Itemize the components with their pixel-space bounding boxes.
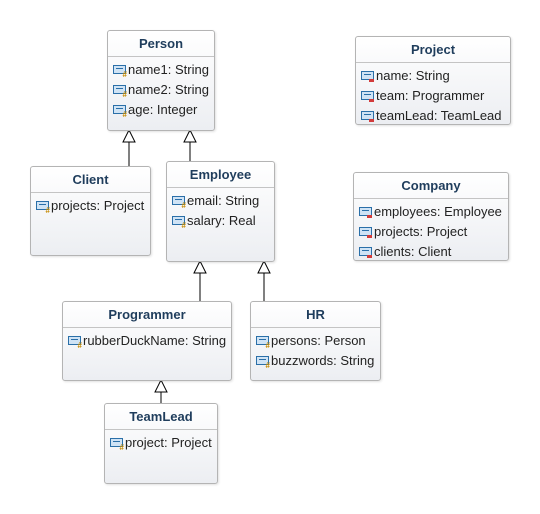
private-attribute-icon	[359, 246, 372, 258]
generalization-hr-employee	[257, 259, 271, 301]
attribute-row[interactable]: #project: Project	[105, 433, 217, 453]
generalization-teamlead-programmer	[154, 378, 168, 403]
private-attribute-icon	[359, 206, 372, 218]
generalization-programmer-employee	[193, 259, 207, 301]
attribute-text: clients: Client	[374, 244, 452, 259]
attribute-text: salary: Real	[187, 213, 256, 228]
attribute-row[interactable]: projects: Project	[354, 222, 508, 242]
protected-attribute-icon: #	[113, 64, 127, 79]
attribute-row[interactable]: #projects: Project	[31, 196, 150, 216]
attribute-row[interactable]: #name1: String	[108, 60, 214, 80]
protected-attribute-icon: #	[113, 84, 127, 99]
protected-attribute-icon: #	[68, 335, 82, 350]
attribute-list: #persons: Person#buzzwords: String	[251, 328, 380, 371]
attribute-text: employees: Employee	[374, 204, 502, 219]
protected-attribute-icon: #	[36, 200, 50, 215]
private-attribute-icon	[359, 226, 372, 238]
private-attribute-icon	[361, 90, 374, 102]
protected-attribute-icon: #	[172, 195, 186, 210]
class-hr[interactable]: HR #persons: Person#buzzwords: String	[250, 301, 381, 381]
attribute-row[interactable]: #age: Integer	[108, 100, 214, 120]
attribute-text: age: Integer	[128, 102, 198, 117]
protected-attribute-icon: #	[110, 437, 124, 452]
attribute-list: #email: String#salary: Real	[167, 188, 274, 231]
inheritance-arrowhead	[122, 128, 136, 143]
attribute-row[interactable]: #email: String	[167, 191, 274, 211]
class-client[interactable]: Client #projects: Project	[30, 166, 151, 256]
class-person[interactable]: Person #name1: String#name2: String#age:…	[107, 30, 215, 131]
generalization-employee-person	[183, 128, 197, 161]
attribute-list: employees: Employee projects: Project clie…	[354, 199, 508, 262]
class-project[interactable]: Project name: String team: Programmer team…	[355, 36, 511, 125]
class-name: HR	[251, 302, 380, 328]
attribute-text: name1: String	[128, 62, 209, 77]
class-teamlead[interactable]: TeamLead #project: Project	[104, 403, 218, 484]
attribute-text: name: String	[376, 68, 450, 83]
attribute-list: #projects: Project	[31, 193, 150, 216]
attribute-text: email: String	[187, 193, 260, 208]
private-attribute-icon	[361, 70, 374, 82]
class-name: Company	[354, 173, 508, 199]
attribute-list: #project: Project	[105, 430, 217, 453]
attribute-text: project: Project	[125, 435, 212, 450]
class-name: Programmer	[63, 302, 231, 328]
inheritance-arrowhead	[183, 128, 197, 143]
class-name: Person	[108, 31, 214, 57]
attribute-text: team: Programmer	[376, 88, 485, 103]
attribute-row[interactable]: #buzzwords: String	[251, 351, 380, 371]
attribute-row[interactable]: #name2: String	[108, 80, 214, 100]
inheritance-arrowhead	[257, 259, 271, 274]
attribute-text: projects: Project	[51, 198, 145, 213]
protected-attribute-icon: #	[256, 355, 270, 370]
attribute-text: name2: String	[128, 82, 209, 97]
generalization-client-person	[122, 128, 136, 166]
attribute-text: projects: Project	[374, 224, 468, 239]
attribute-row[interactable]: teamLead: TeamLead	[356, 106, 510, 126]
class-employee[interactable]: Employee #email: String#salary: Real	[166, 161, 275, 262]
attribute-text: rubberDuckName: String	[83, 333, 227, 348]
attribute-text: buzzwords: String	[271, 353, 375, 368]
attribute-text: teamLead: TeamLead	[376, 108, 502, 123]
attribute-row[interactable]: employees: Employee	[354, 202, 508, 222]
protected-attribute-icon: #	[256, 335, 270, 350]
private-attribute-icon	[361, 110, 374, 122]
inheritance-arrowhead	[154, 378, 168, 393]
class-name: Client	[31, 167, 150, 193]
inheritance-arrowhead	[193, 259, 207, 274]
attribute-list: name: String team: Programmer teamLead: Te…	[356, 63, 510, 126]
attribute-row[interactable]: team: Programmer	[356, 86, 510, 106]
attribute-text: persons: Person	[271, 333, 366, 348]
attribute-list: #name1: String#name2: String#age: Intege…	[108, 57, 214, 120]
attribute-row[interactable]: #persons: Person	[251, 331, 380, 351]
attribute-row[interactable]: #rubberDuckName: String	[63, 331, 231, 351]
attribute-row[interactable]: name: String	[356, 66, 510, 86]
class-name: Project	[356, 37, 510, 63]
protected-attribute-icon: #	[113, 104, 127, 119]
class-name: Employee	[167, 162, 274, 188]
attribute-list: #rubberDuckName: String	[63, 328, 231, 351]
class-programmer[interactable]: Programmer #rubberDuckName: String	[62, 301, 232, 381]
attribute-row[interactable]: #salary: Real	[167, 211, 274, 231]
attribute-row[interactable]: clients: Client	[354, 242, 508, 262]
class-name: TeamLead	[105, 404, 217, 430]
class-company[interactable]: Company employees: Employee projects: Pro…	[353, 172, 509, 261]
protected-attribute-icon: #	[172, 215, 186, 230]
